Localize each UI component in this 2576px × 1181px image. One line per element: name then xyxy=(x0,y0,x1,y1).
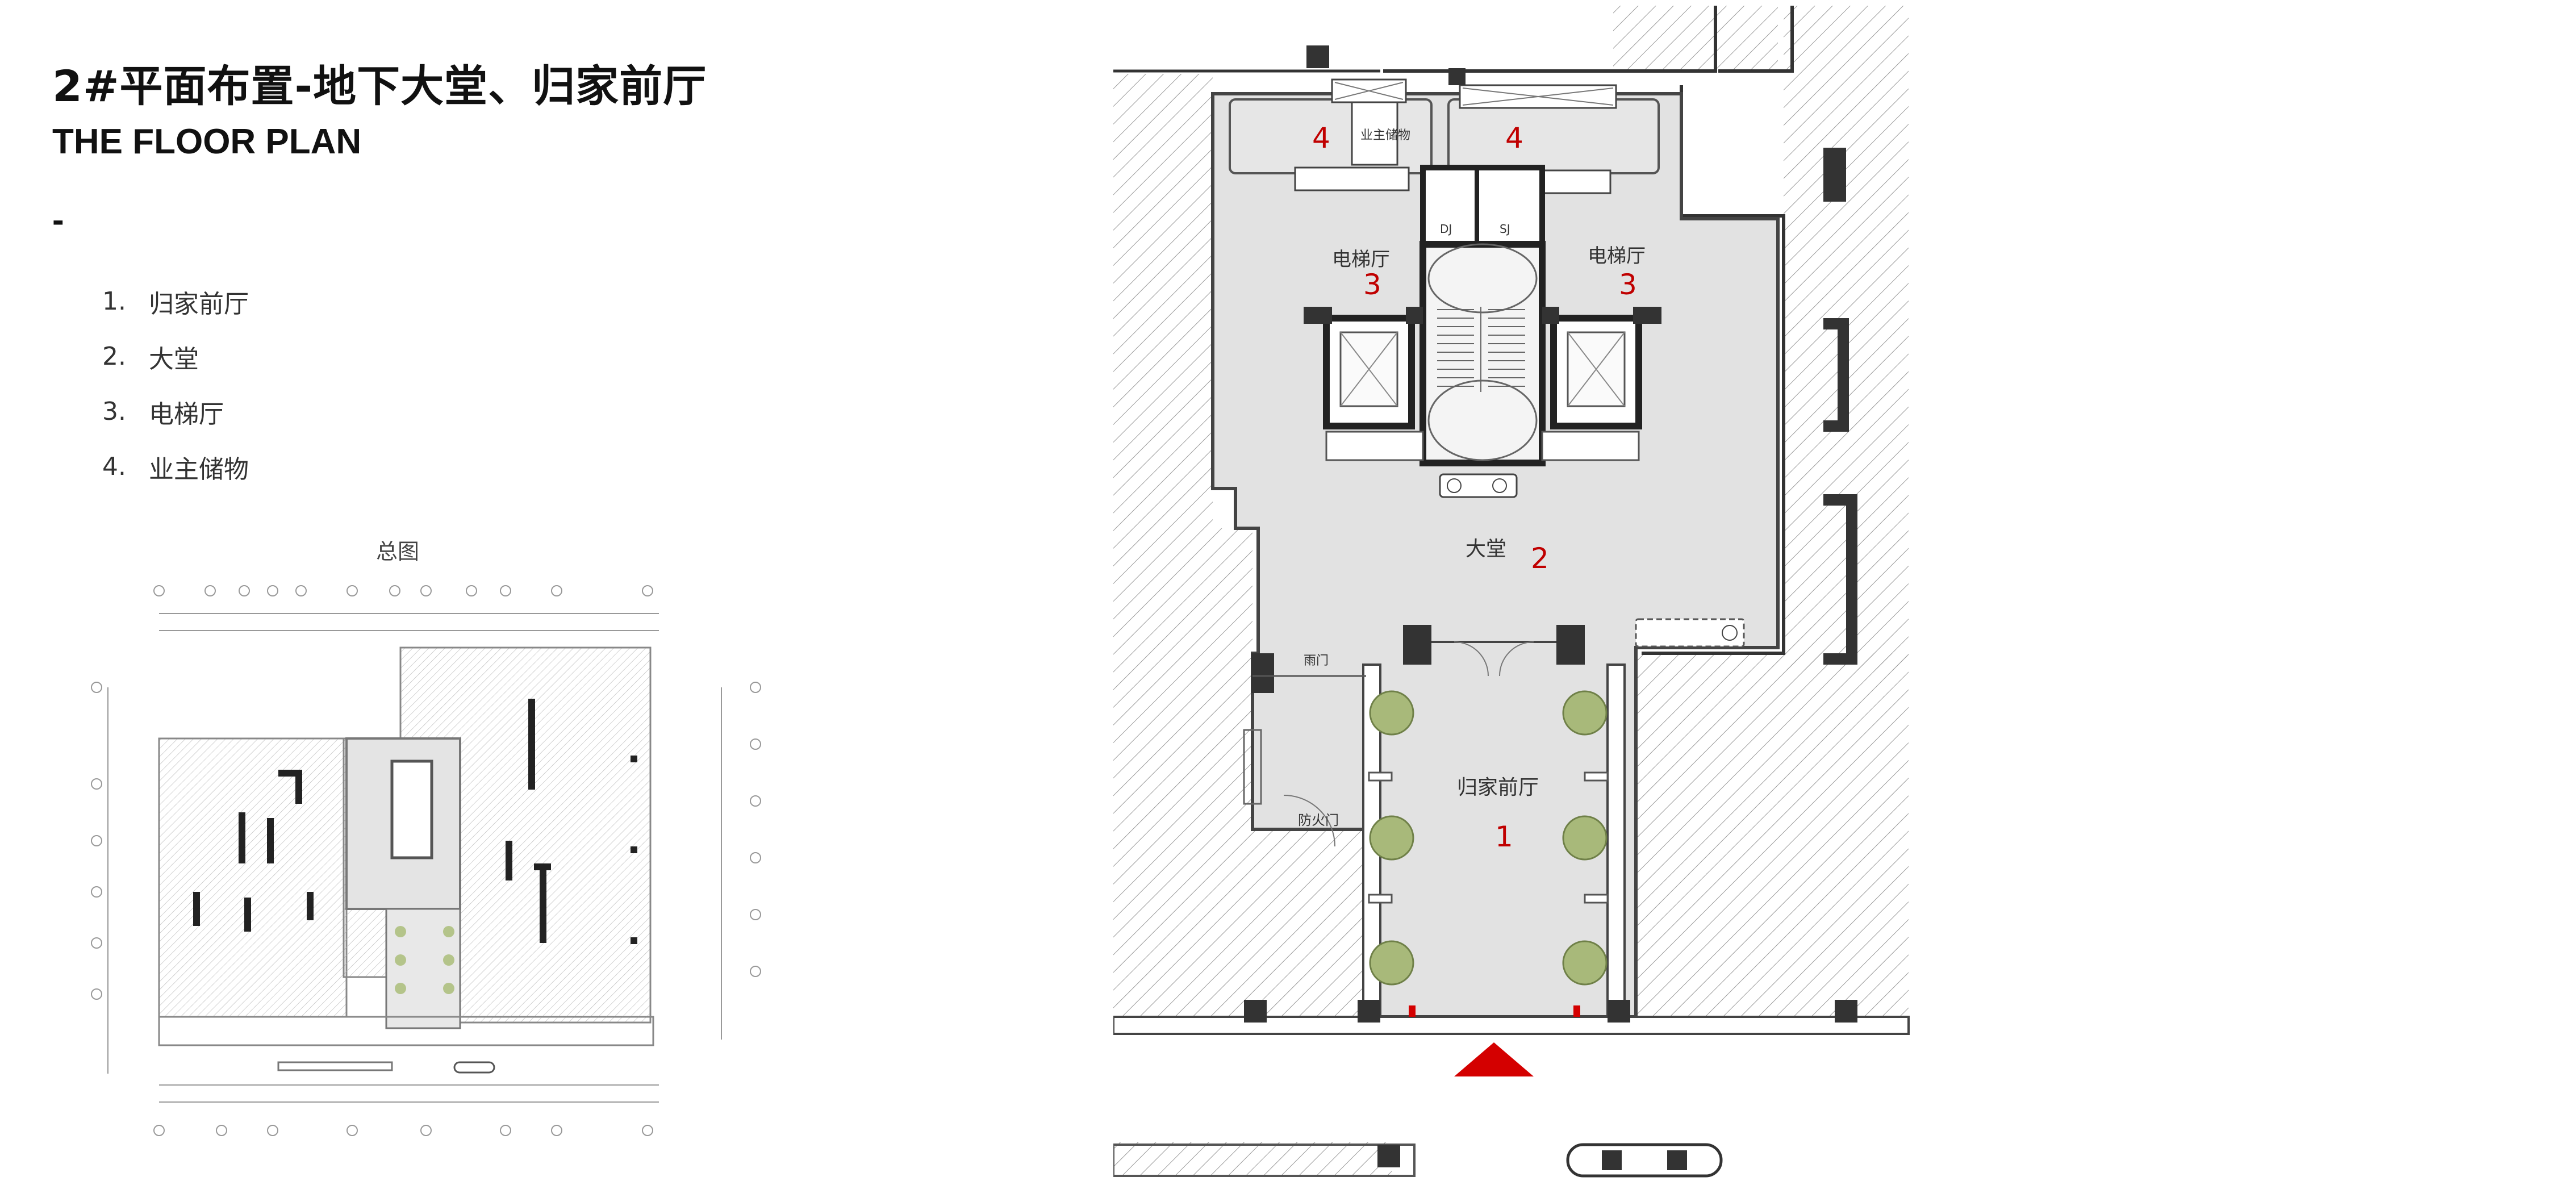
legend-number: 2. xyxy=(102,342,126,371)
label-elevator-hall-left: 电梯厅 xyxy=(1332,248,1390,271)
legend-number: 3. xyxy=(102,397,126,426)
label-front-hall: 归家前厅 xyxy=(1457,776,1539,799)
number-storage-left: 4 xyxy=(1312,122,1330,155)
number-elevator-left: 3 xyxy=(1363,268,1381,301)
planter-edges xyxy=(1368,771,1609,904)
lobby-counter xyxy=(1635,618,1745,648)
number-front-hall: 1 xyxy=(1495,820,1513,853)
area-numbers: 4 4 3 3 2 1 xyxy=(1312,122,1637,853)
site-boundary xyxy=(1113,1000,1910,1178)
page-subtitle: THE FLOOR PLAN xyxy=(52,122,362,161)
room-labels: 业主储物 电梯厅 电梯厅 大堂 归家前厅 防火门 雨门 DJ SJ xyxy=(1298,128,1646,828)
right-columns xyxy=(1823,148,1857,665)
entrance-arrow xyxy=(1454,1042,1534,1076)
legend-label: 电梯厅 xyxy=(149,399,224,429)
legend-item: 1. 归家前厅 xyxy=(102,274,249,329)
overview-building xyxy=(158,646,654,1074)
page-title: 2#平面布置-地下大堂、归家前厅 xyxy=(52,61,707,111)
number-storage-right: 4 xyxy=(1505,122,1523,155)
legend-label: 归家前厅 xyxy=(149,289,249,319)
elevator-core xyxy=(1304,165,1661,498)
title-dash: - xyxy=(52,201,64,240)
number-lobby: 2 xyxy=(1531,542,1549,575)
legend-label: 业主储物 xyxy=(149,454,249,484)
number-elevator-right: 3 xyxy=(1619,268,1637,301)
overview-dimension-lines xyxy=(91,585,761,1136)
label-lobby: 大堂 xyxy=(1466,537,1506,561)
legend-item: 3. 电梯厅 xyxy=(102,384,249,439)
label-fire-door: 防火门 xyxy=(1298,812,1339,828)
legend-item: 4. 业主储物 xyxy=(102,439,249,494)
overview-title: 总图 xyxy=(376,539,420,564)
planters xyxy=(1369,690,1608,986)
floor-plan: 业主储物 电梯厅 电梯厅 大堂 归家前厅 防火门 雨门 DJ SJ 4 4 3 … xyxy=(1113,6,1910,1178)
label-storage: 业主储物 xyxy=(1360,128,1410,143)
legend-number: 4. xyxy=(102,452,126,481)
legend-list: 1. 归家前厅 2. 大堂 3. 电梯厅 4. 业主储物 xyxy=(102,274,249,494)
label-shaft-dj: DJ xyxy=(1440,222,1452,236)
overview-site-plan xyxy=(91,585,761,1136)
legend-item: 2. 大堂 xyxy=(102,329,249,384)
legend-number: 1. xyxy=(102,287,126,316)
label-elevator-hall-right: 电梯厅 xyxy=(1588,245,1646,268)
label-door: 雨门 xyxy=(1304,654,1329,668)
label-shaft-sj: SJ xyxy=(1500,222,1510,236)
legend-label: 大堂 xyxy=(149,344,199,374)
